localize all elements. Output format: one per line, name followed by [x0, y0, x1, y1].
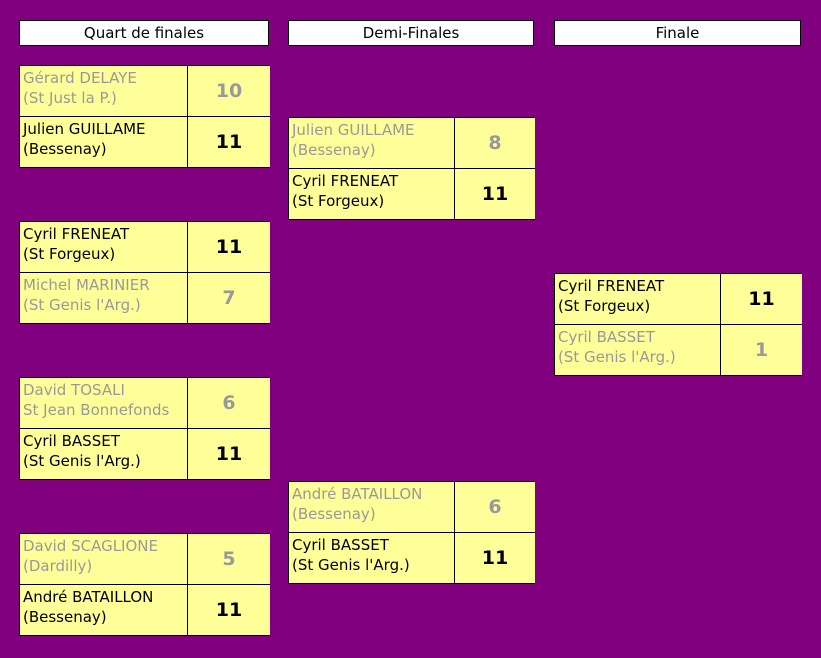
player-name-cell: David TOSALI St Jean Bonnefonds — [20, 378, 188, 429]
player-score: 11 — [188, 585, 270, 636]
player-club: (St Just la P.) — [23, 89, 117, 107]
player-name-cell: Cyril BASSET (St Genis l'Arg.) — [289, 533, 455, 584]
player-name: André BATAILLON — [23, 588, 154, 606]
player-club: (Dardilly) — [23, 557, 93, 575]
player-club: (St Genis l'Arg.) — [292, 556, 410, 574]
player-club: (St Genis l'Arg.) — [23, 452, 141, 470]
player-club: (Bessenay) — [292, 141, 376, 159]
player-club: (St Genis l'Arg.) — [558, 348, 676, 366]
player-name-cell: Julien GUILLAME (Bessenay) — [20, 117, 188, 168]
player-name: Julien GUILLAME — [292, 121, 415, 139]
player-club: (Bessenay) — [23, 608, 107, 626]
player-name-cell: Cyril FRENEAT (St Forgeux) — [555, 274, 721, 325]
player-name-cell: Michel MARINIER (St Genis l'Arg.) — [20, 273, 188, 324]
match-semi-1: Julien GUILLAME (Bessenay) 8 Cyril FRENEA… — [288, 117, 535, 220]
player-club: (Bessenay) — [23, 140, 107, 158]
player-club: (St Genis l'Arg.) — [23, 296, 141, 314]
player-name-cell: Cyril FRENEAT (St Forgeux) — [289, 169, 455, 220]
player-name: Julien GUILLAME — [23, 120, 146, 138]
player-name: Gérard DELAYE — [23, 69, 137, 87]
player-score: 6 — [188, 378, 270, 429]
player-club: St Jean Bonnefonds — [23, 401, 170, 419]
player-name-cell: Cyril BASSET (St Genis l'Arg.) — [20, 429, 188, 480]
player-club: (St Forgeux) — [292, 192, 385, 210]
player-name: Cyril BASSET — [23, 432, 120, 450]
player-score: 7 — [188, 273, 270, 324]
player-name: David SCAGLIONE — [23, 537, 158, 555]
match-final: Cyril FRENEAT (St Forgeux) 11 Cyril BASSE… — [554, 273, 802, 376]
header-final: Finale — [554, 20, 801, 46]
player-name-cell: Gérard DELAYE (St Just la P.) — [20, 66, 188, 117]
player-score: 6 — [455, 482, 535, 533]
player-name-cell: David SCAGLIONE (Dardilly) — [20, 534, 188, 585]
match-quarter-3: David TOSALI St Jean Bonnefonds 6 Cyril B… — [19, 377, 270, 480]
player-score: 11 — [188, 429, 270, 480]
player-score: 5 — [188, 534, 270, 585]
player-name-cell: Cyril BASSET (St Genis l'Arg.) — [555, 325, 721, 376]
header-quarter-finals: Quart de finales — [19, 20, 269, 46]
match-semi-2: André BATAILLON (Bessenay) 6 Cyril BASSET… — [288, 481, 535, 584]
player-name-cell: Julien GUILLAME (Bessenay) — [289, 118, 455, 169]
player-score: 10 — [188, 66, 270, 117]
player-name: Cyril BASSET — [558, 328, 655, 346]
player-name-cell: Cyril FRENEAT (St Forgeux) — [20, 222, 188, 273]
player-score: 11 — [721, 274, 802, 325]
player-club: (Bessenay) — [292, 505, 376, 523]
match-quarter-1: Gérard DELAYE (St Just la P.) 10 Julien G… — [19, 65, 270, 168]
player-club: (St Forgeux) — [558, 297, 651, 315]
player-name: David TOSALI — [23, 381, 125, 399]
match-quarter-2: Cyril FRENEAT (St Forgeux) 11 Michel MARI… — [19, 221, 270, 324]
header-semi-finals: Demi-Finales — [288, 20, 534, 46]
player-score: 11 — [455, 533, 535, 584]
player-name: Michel MARINIER — [23, 276, 150, 294]
player-name: Cyril FRENEAT — [558, 277, 665, 295]
player-name-cell: André BATAILLON (Bessenay) — [289, 482, 455, 533]
player-name: Cyril FRENEAT — [292, 172, 399, 190]
player-club: (St Forgeux) — [23, 245, 116, 263]
player-name: Cyril FRENEAT — [23, 225, 130, 243]
player-name-cell: André BATAILLON (Bessenay) — [20, 585, 188, 636]
player-score: 11 — [455, 169, 535, 220]
player-name: Cyril BASSET — [292, 536, 389, 554]
player-score: 11 — [188, 222, 270, 273]
match-quarter-4: David SCAGLIONE (Dardilly) 5 André BATAIL… — [19, 533, 270, 636]
player-name: André BATAILLON — [292, 485, 423, 503]
player-score: 8 — [455, 118, 535, 169]
player-score: 11 — [188, 117, 270, 168]
player-score: 1 — [721, 325, 802, 376]
